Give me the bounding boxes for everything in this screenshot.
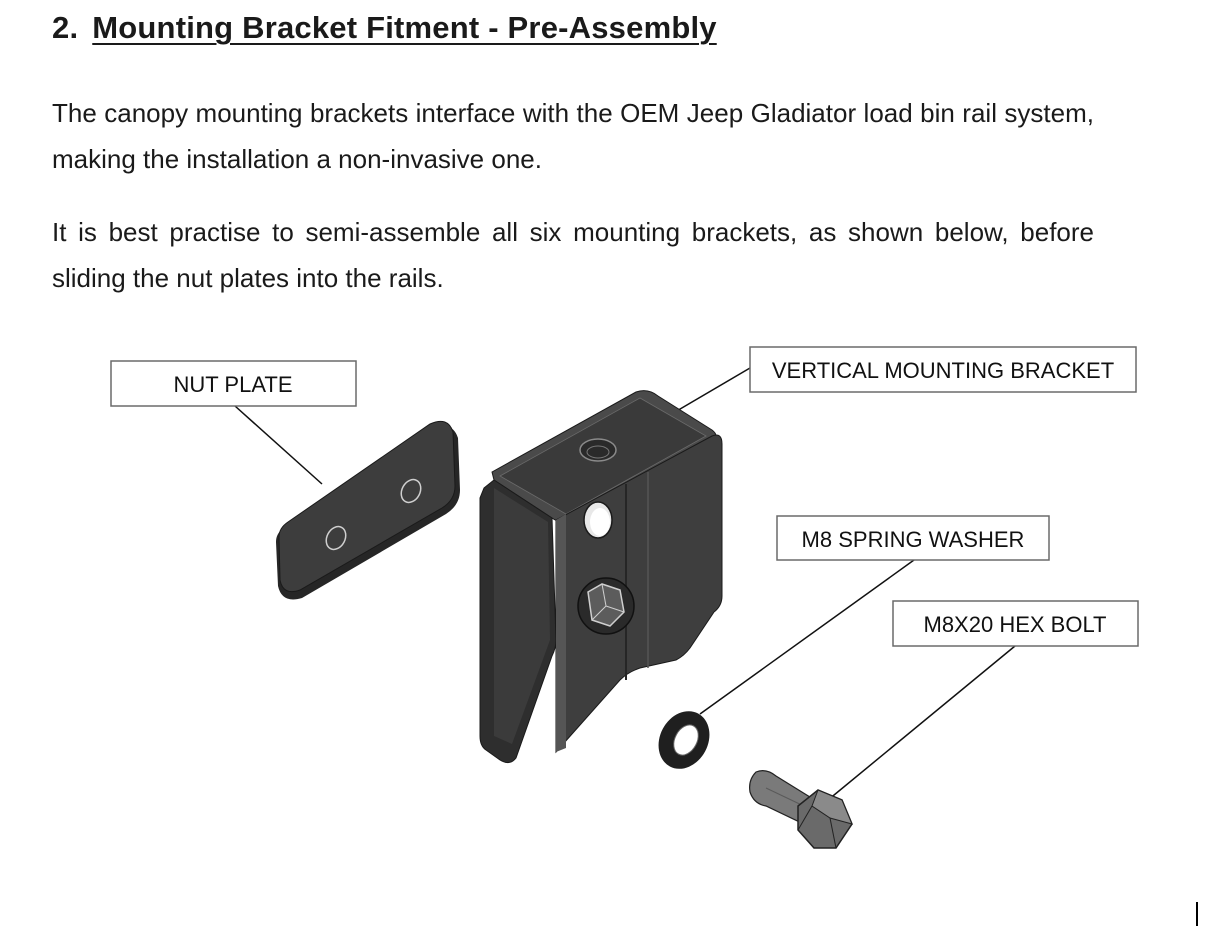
callout-spring-washer-label: M8 SPRING WASHER — [802, 527, 1025, 552]
intro-paragraph: The canopy mounting brackets interface w… — [52, 98, 1094, 174]
callout-vertical-bracket-label: VERTICAL MOUNTING BRACKET — [772, 358, 1114, 383]
leader-lines — [234, 367, 1016, 801]
leader-line-nut-plate — [234, 405, 323, 485]
leader-line-spring-washer — [699, 559, 915, 715]
text-cursor — [1196, 902, 1198, 926]
leader-line-vertical-bracket — [674, 367, 751, 413]
nut-plate-part — [276, 420, 460, 600]
leader-line-hex-bolt — [827, 645, 1016, 801]
callout-spring-washer: M8 SPRING WASHER — [776, 515, 1050, 561]
section-number: 2. — [52, 10, 79, 45]
callout-hex-bolt: M8X20 HEX BOLT — [892, 600, 1139, 647]
callout-nut-plate-label: NUT PLATE — [174, 372, 293, 397]
section-heading: 2. Mounting Bracket Fitment - Pre-Assemb… — [52, 10, 717, 46]
callout-vertical-bracket: VERTICAL MOUNTING BRACKET — [749, 346, 1137, 393]
installed-bolt-head — [577, 577, 635, 635]
spring-washer-part — [658, 711, 710, 769]
callout-nut-plate: NUT PLATE — [110, 360, 357, 407]
instruction-paragraph: It is best practise to semi-assemble all… — [52, 217, 1094, 293]
section-title: Mounting Bracket Fitment - Pre-Assembly — [92, 10, 717, 45]
callout-hex-bolt-label: M8X20 HEX BOLT — [924, 612, 1107, 637]
hex-bolt-part — [749, 770, 853, 849]
vertical-bracket-part — [479, 390, 723, 764]
